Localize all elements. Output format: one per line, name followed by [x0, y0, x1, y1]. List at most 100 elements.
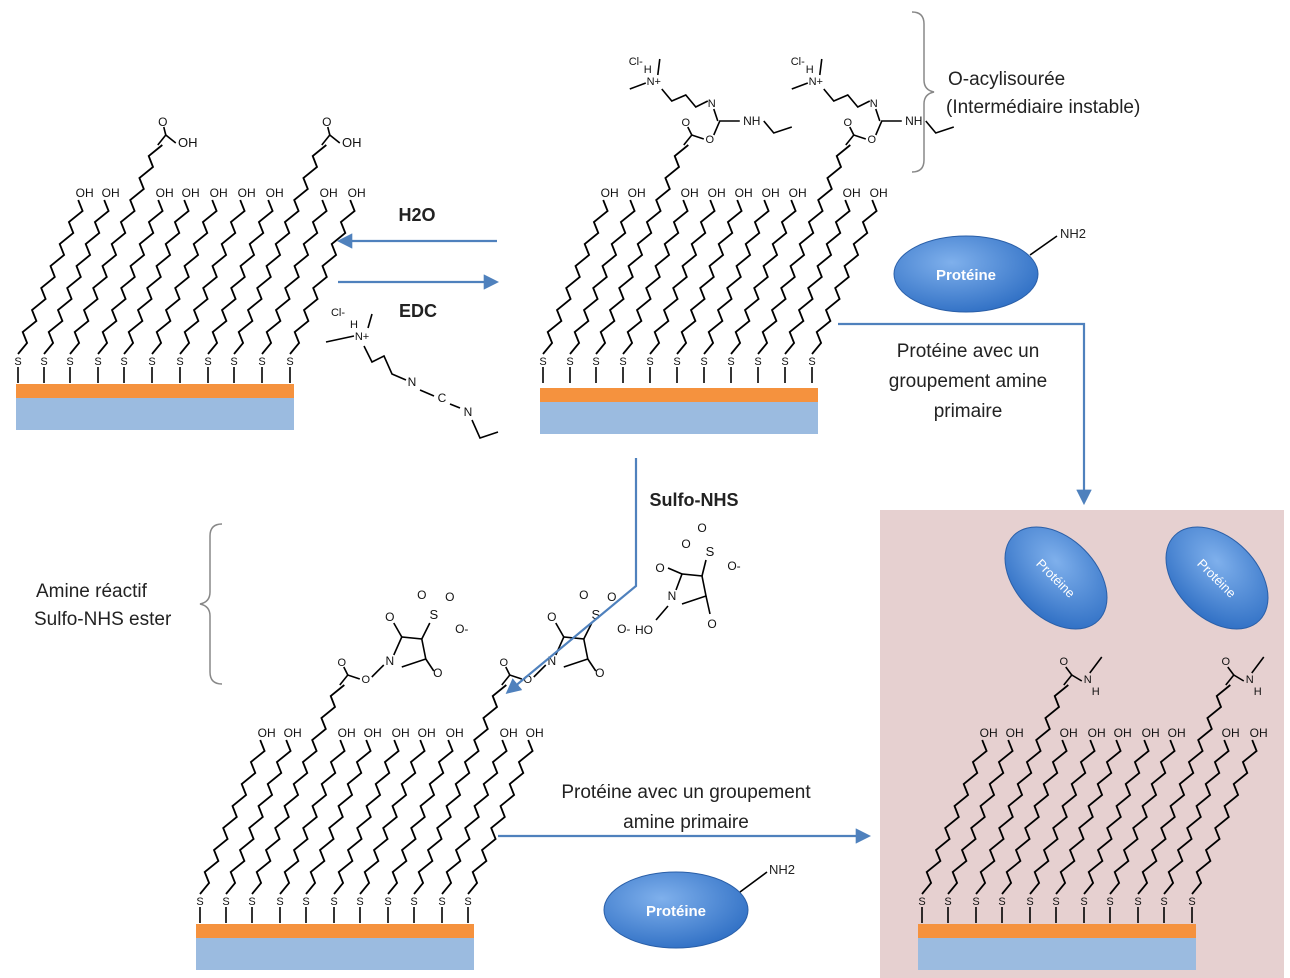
- protein-label: Protéine: [936, 267, 996, 284]
- oh-acid: OH: [178, 135, 198, 150]
- s-atom: S: [356, 896, 363, 908]
- oh-group: OH: [156, 186, 174, 200]
- s-atom: S: [1134, 896, 1141, 908]
- alkyl-chain: [233, 144, 327, 355]
- oh-group: OH: [789, 186, 807, 200]
- oh-group: OH: [762, 186, 780, 200]
- prot-amine-right-l1: Protéine avec un: [897, 341, 1040, 362]
- s-atom: S: [248, 896, 255, 908]
- alkyl-chain: [947, 739, 1014, 895]
- methyl-bond: [818, 58, 823, 76]
- chloride: Cl-: [791, 56, 805, 68]
- s-atom: S: [592, 356, 599, 368]
- alkyl-chain: [225, 739, 292, 895]
- s-atom: S: [148, 356, 155, 368]
- alkyl-chain: [199, 739, 266, 895]
- s-atom: S: [619, 356, 626, 368]
- alkyl-chain: [43, 199, 110, 355]
- s-atom: S: [258, 356, 265, 368]
- s-atom: S: [1188, 896, 1195, 908]
- propyl-bond: [823, 88, 871, 108]
- s-atom: S: [808, 356, 815, 368]
- oh-group: OH: [870, 186, 888, 200]
- edc-molecule: Cl-HN+NCN: [325, 307, 499, 439]
- s-atom: S: [539, 356, 546, 368]
- s-atom: S: [196, 896, 203, 908]
- amine-reactif-subtitle: Sulfo-NHS ester: [34, 609, 172, 630]
- oh-group: OH: [1060, 726, 1078, 740]
- n-protein-bond: [1089, 656, 1103, 674]
- sulfonate-s: S: [706, 544, 715, 559]
- s-atom: S: [1026, 896, 1033, 908]
- arrow-protein-right: [838, 322, 1092, 506]
- alkyl-chain: [17, 199, 84, 355]
- ethyl-bond: [925, 120, 955, 134]
- sulfonate-s: S: [591, 607, 600, 622]
- arrows: [336, 233, 1092, 844]
- sulfonate-o: O: [579, 588, 588, 602]
- bracket-amine-reactif: [199, 523, 223, 685]
- carbonyl-bond: [343, 666, 349, 676]
- sulfonate-o-minus: O-: [617, 622, 630, 636]
- nh-group: NH: [743, 114, 760, 128]
- alkyl-chain: [467, 739, 534, 895]
- protein-free-bottom: Protéine NH2: [603, 862, 795, 949]
- oh-group: OH: [418, 726, 436, 740]
- oh-group: OH: [446, 726, 464, 740]
- s-atom: S: [176, 356, 183, 368]
- s-atom: S: [918, 896, 925, 908]
- oh-group: OH: [258, 726, 276, 740]
- ring-carbonyl: [705, 595, 711, 615]
- s-atom: S: [410, 896, 417, 908]
- substrate-layer: [540, 402, 818, 434]
- alkyl-chain: [569, 199, 636, 355]
- alkyl-chain: [649, 199, 716, 355]
- nh2-label: NH2: [1060, 226, 1086, 241]
- ring-carbonyl: [425, 658, 435, 672]
- alkyl-chain: [1191, 739, 1258, 895]
- alkyl-chain: [413, 684, 507, 895]
- ester-bond: [683, 134, 705, 146]
- sulfonate-o: O: [681, 537, 690, 551]
- oh-group: OH: [526, 726, 544, 740]
- alkyl-chain: [1055, 739, 1122, 895]
- oh-group: OH: [320, 186, 338, 200]
- carbonyl-bond: [849, 126, 855, 136]
- s-atom: S: [222, 896, 229, 908]
- sam-layer: SOHSOHSOONHNN+HCl-SOHSOHSOHSOHSOHSOONHNN…: [539, 56, 955, 383]
- oh-group: OH: [1142, 726, 1160, 740]
- ester-bond: [845, 134, 867, 146]
- s-atom: S: [646, 356, 653, 368]
- prot-amine-bottom-l1: Protéine avec un groupement: [561, 782, 811, 803]
- s-atom: S: [94, 356, 101, 368]
- carbonyl-o: O: [1059, 656, 1068, 668]
- s-atom: S: [998, 896, 1005, 908]
- oh-group: OH: [392, 726, 410, 740]
- succinimide-n: N: [385, 654, 394, 668]
- s-atom: S: [286, 356, 293, 368]
- h2o-label: H2O: [398, 205, 435, 225]
- ring-o: O: [595, 666, 604, 680]
- s-atom: S: [464, 896, 471, 908]
- amide-n: N: [1246, 674, 1254, 686]
- c-s-bond: [421, 622, 431, 640]
- sulfonate-o: O: [607, 590, 616, 604]
- s-atom: S: [972, 896, 979, 908]
- methyl-bond: [325, 335, 355, 343]
- s-atom: S: [673, 356, 680, 368]
- protein-bound-1: Protéine: [1004, 526, 1108, 630]
- s-atom: S: [230, 356, 237, 368]
- gold-layer: [540, 388, 818, 402]
- oh-group: OH: [843, 186, 861, 200]
- alkyl-chain: [179, 199, 246, 355]
- substrate-layer: [16, 398, 294, 430]
- s-atom: S: [1160, 896, 1167, 908]
- gold-layer: [918, 924, 1196, 938]
- alkyl-chain: [1163, 739, 1230, 895]
- oh-group: OH: [980, 726, 998, 740]
- s-atom: S: [120, 356, 127, 368]
- alkyl-chain: [207, 199, 274, 355]
- prot-amine-bottom-l2: amine primaire: [623, 812, 749, 833]
- sulfonate-o: O: [417, 588, 426, 602]
